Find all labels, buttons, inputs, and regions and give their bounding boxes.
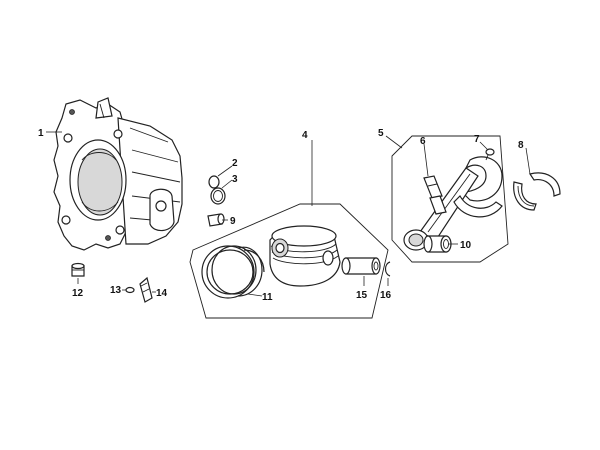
callout-11: 11: [262, 292, 273, 303]
o-ring-3: [210, 187, 226, 205]
callout-10: 10: [460, 240, 472, 251]
o-ring-2: [208, 175, 220, 189]
leader-lines: [46, 131, 531, 297]
gudgeon-pin: [341, 257, 381, 275]
callout-1: 1: [38, 128, 44, 139]
callout-numbers: 1 2 3 4 5 6 7 8 9 10 11 12 13 14 15 16: [38, 128, 524, 303]
callout-7: 7: [474, 134, 480, 145]
callout-5: 5: [378, 128, 384, 139]
small-end-bushing: [423, 235, 452, 253]
callout-12: 12: [72, 288, 84, 299]
con-rod-kit-bracket: [391, 135, 509, 263]
big-end-bearing-shells: [513, 172, 561, 211]
rod-pin: [485, 148, 495, 161]
piston-kit-bracket: [189, 203, 389, 319]
callout-13: 13: [110, 285, 122, 296]
callout-15: 15: [356, 290, 368, 301]
piston-rings: [201, 245, 265, 299]
cylinder-block: [53, 97, 183, 251]
plug: [71, 262, 85, 277]
callout-8: 8: [518, 140, 524, 151]
callout-14: 14: [156, 288, 168, 299]
dowel: [207, 213, 225, 227]
washer: [125, 286, 135, 294]
callout-2: 2: [232, 158, 238, 169]
stud: [139, 276, 153, 303]
callout-4: 4: [302, 130, 308, 141]
connecting-rod: [403, 156, 503, 251]
callout-6: 6: [420, 136, 426, 147]
callout-3: 3: [232, 174, 238, 185]
piston: [269, 225, 341, 287]
callout-9: 9: [230, 216, 236, 227]
callout-16: 16: [380, 290, 392, 301]
rod-bolt: [423, 175, 447, 215]
circlip: [384, 261, 391, 277]
